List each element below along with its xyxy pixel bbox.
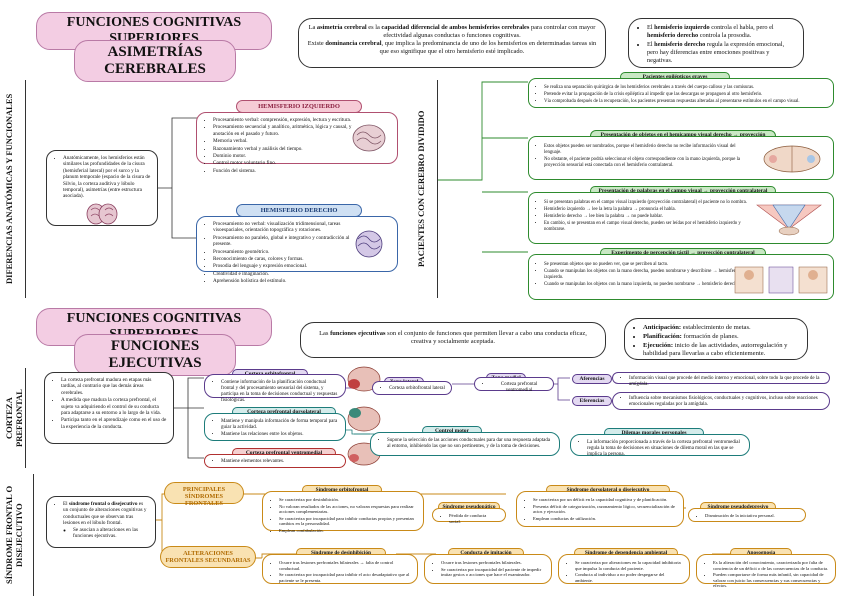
pseudodepresivo-box: Disminución de la iniciativa personal. <box>688 508 806 522</box>
visual-field-diagram-icon <box>756 204 822 236</box>
tactile-experiment-icon <box>734 266 828 294</box>
diff-connectors <box>158 117 198 239</box>
brain-split-diagram-icon <box>763 145 821 173</box>
dependencia-box: Se caracteriza por alteraciones en la ca… <box>558 554 690 584</box>
control-motor-box: Supone la selección de las acciones cond… <box>370 432 560 456</box>
split-block-2: Estos objetos pueden ser nombrados, porq… <box>528 136 834 180</box>
dorsolateral-box: Mantiene y manipula información de forma… <box>204 413 346 441</box>
alteraciones-secundarias-label: ALTERACIONES FRONTALES SECUNDARIAS <box>160 546 256 568</box>
aferencias-head: Aferencias <box>572 374 612 384</box>
hemisferios-summary-box: El hemisferio izquierdo controla el habl… <box>628 18 804 68</box>
pseudopatico-box: Pérdida de conducta social. <box>432 508 506 524</box>
orbitofrontal-box: Contiene información de la planificación… <box>204 374 346 403</box>
cerebro-dividido-side-label: PACIENTES CON CEREBRO DIVIDIDO <box>416 80 438 298</box>
exec-intro-box: Las funciones ejecutivas son el conjunto… <box>300 322 606 358</box>
sindrome-left-box: El síndrome frontal o disejecutivo es un… <box>46 496 156 548</box>
hemisferio-derecho-box: Procesamiento no verbal: visualización t… <box>196 216 398 284</box>
prefrontal-side-label: CORTEZA PREFRONTAL <box>4 368 26 468</box>
prefrontal-left-box: La corteza prefrontal madura en etapas m… <box>44 372 174 444</box>
exec-subtitle: FUNCIONES EJECUTIVAS <box>74 334 236 376</box>
eferencias-head: Eferencias <box>572 396 612 406</box>
hemisferio-izquierdo-box: Procesamiento verbal: comprensión, expre… <box>196 112 398 174</box>
zona-lateral-box: Corteza orbitofrontal lateral <box>372 381 452 395</box>
brain-icon <box>86 203 118 225</box>
split-block-4: Se presentan objetos que no pueden ver, … <box>528 254 834 300</box>
left-hemisphere-icon <box>352 124 386 152</box>
split-block-1: Se realiza una separación quirúrgica de … <box>528 78 834 108</box>
desinhibicion-box: Ocurre tras lesiones prefrontales bilate… <box>262 554 418 584</box>
exec-phases-box: Anticipación: establecimiento de metas. … <box>624 318 808 360</box>
imitacion-box: Ocurre tras lesiones prefrontales bilate… <box>424 554 552 584</box>
ventromedial-box: Mantiene elementos relevantes. <box>204 454 346 468</box>
orbitofrontal-syndrome-box: Se caracteriza por desinhibición. No val… <box>262 491 424 533</box>
asimetria-intro-box: La asimetría cerebral es la capacidad di… <box>298 18 606 68</box>
anatomia-box: Anatómicamente, los hemisferios están si… <box>46 150 158 226</box>
principales-sindromes-label: PRINCIPALES SÍNDROMES FRONTALES <box>164 482 244 507</box>
dilemas-box: La información proporcionada a través de… <box>570 434 750 457</box>
diferencias-side-label: DIFERENCIAS ANATÓMICAS Y FUNCIONALES <box>4 80 26 298</box>
right-hemisphere-icon <box>355 230 383 258</box>
zona-medial-box: Corteza prefrontal ventromedial <box>474 377 554 393</box>
section-subtitle-asimetrias: ASIMETRÍAS CEREBRALES <box>74 40 236 82</box>
eferencias-box: Influencia sobre mecanismos fisiológicos… <box>612 392 830 410</box>
aferencias-box: Información visual que procede del medio… <box>612 372 830 387</box>
anosognosia-box: Es la alteración del conocimiento, carac… <box>696 554 836 588</box>
brain-dorsolateral-icon <box>347 406 381 432</box>
dorsolateral-syndrome-box: Se caracteriza por un déficit en la capa… <box>516 491 684 527</box>
split-connectors <box>438 81 528 253</box>
split-block-3: Si se presentan palabras en el campo vis… <box>528 192 834 244</box>
sindrome-side-label: SÍNDROME FRONTAL O DISEJECUTIVO <box>4 474 34 596</box>
